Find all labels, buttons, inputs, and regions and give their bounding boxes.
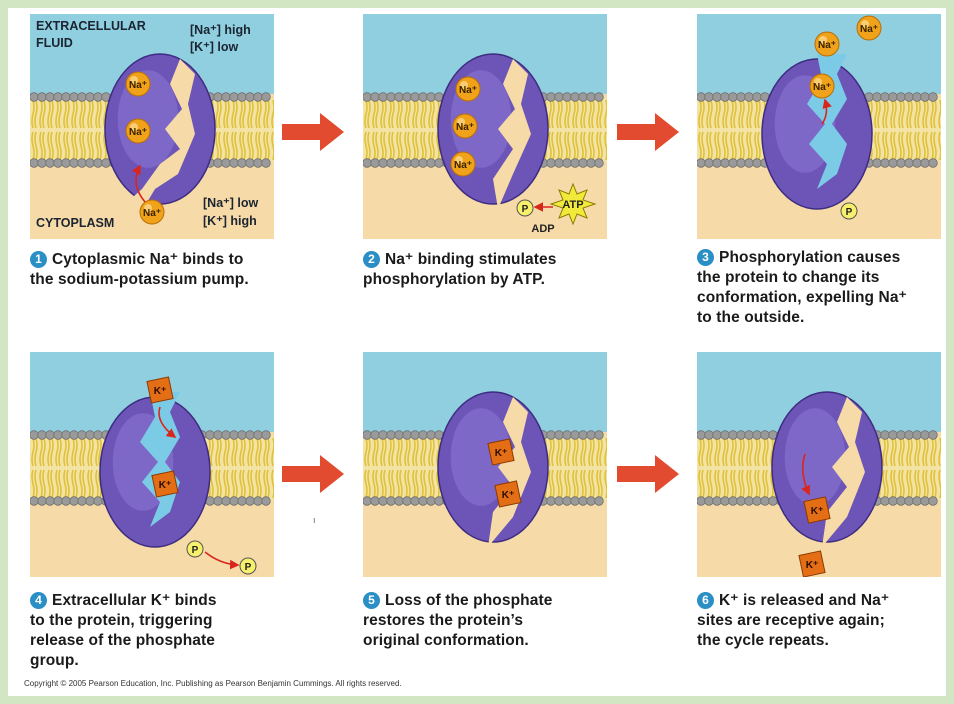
arrow-1-to-2 [282,113,344,151]
region-label-extracellular: EXTRACELLULAR FLUID [36,19,146,50]
svg-text:Na⁺: Na⁺ [456,122,474,133]
svg-text:P: P [522,204,529,215]
potassium-ion: K⁺ [487,438,515,466]
step-number-badge: 5 [363,592,380,609]
step-caption-3: 3 Phosphorylation causes the protein to ch… [697,248,947,328]
svg-text:K⁺: K⁺ [806,560,819,571]
step-caption-4: 4 Extracellular K⁺ binds to the protein, t… [30,591,310,671]
step-caption-line: the sodium-potassium pump. [30,271,249,288]
sodium-ion: Na⁺ [125,71,151,97]
panel-step-6: K⁺ K⁺ [697,352,941,577]
sodium-ion: Na⁺ [455,76,481,102]
conc-label-na-high: [Na⁺] high [190,23,251,37]
sodium-ion: Na⁺ [814,31,840,57]
step-caption-line: Loss of the phosphate [385,592,553,609]
arrow-5-to-6 [617,455,679,493]
potassium-ion: K⁺ [146,376,174,404]
panel-step-1: Na⁺ Na⁺ Na⁺ [30,14,274,239]
step-caption-line: Extracellular K⁺ binds [52,592,217,609]
sodium-ion: Na⁺ [856,15,882,41]
sodium-ion: Na⁺ [450,151,476,177]
step-caption-line: sites are receptive again; [697,612,885,629]
svg-text:K⁺: K⁺ [811,506,824,517]
svg-text:P: P [192,545,199,556]
region-label-cytoplasm: CYTOPLASM [36,216,115,230]
step-caption-line: Na⁺ binding stimulates [385,251,557,268]
step-caption-line: to the protein, triggering [30,612,213,629]
phosphate-group: P [239,557,257,575]
step-caption-line: phosphorylation by ATP. [363,271,545,288]
step-caption-line: release of the phosphate [30,632,216,649]
svg-text:Na⁺: Na⁺ [818,40,836,51]
panel-step-4: K⁺ K⁺ P P [30,352,274,577]
svg-text:Na⁺: Na⁺ [454,160,472,171]
svg-text:ATP: ATP [562,199,583,211]
copyright-notice: Copyright © 2005 Pearson Education, Inc.… [24,679,402,688]
svg-text:Na⁺: Na⁺ [860,24,878,35]
step-caption-line: conformation, expelling Na⁺ [697,289,907,306]
step-caption-line: restores the protein’s [363,612,524,629]
step-caption-line: the protein to change its [697,269,880,286]
step-caption-1: 1 Cytoplasmic Na⁺ binds to the sodium-pota… [30,250,310,290]
conc-label-k-low: [K⁺] low [190,40,239,54]
panel-step-3: Na⁺ Na⁺ Na⁺ P [697,14,941,239]
step-caption-5: 5 Loss of the phosphate restores the prote… [363,591,643,651]
arrow-4-to-5 [282,455,344,493]
svg-text:Na⁺: Na⁺ [129,127,147,138]
svg-text:K⁺: K⁺ [495,448,508,459]
step-caption-2: 2 Na⁺ binding stimulates phosphorylation b… [363,250,643,290]
svg-text:Na⁺: Na⁺ [143,208,161,219]
svg-text:ADP: ADP [531,223,554,235]
svg-text:K⁺: K⁺ [159,480,172,491]
step-number-badge: 2 [363,251,380,268]
step-number-badge: 6 [697,592,714,609]
step-caption-line: to the outside. [697,309,805,326]
phosphate-group: P [840,202,858,220]
stray-mark: ı [313,515,316,525]
step-caption-line: group. [30,652,79,669]
phosphate-group: P [516,199,534,217]
panel-step-5: K⁺ K⁺ [363,352,607,577]
svg-text:Na⁺: Na⁺ [129,80,147,91]
phosphate-group: P [186,540,204,558]
svg-text:K⁺: K⁺ [502,490,515,501]
potassium-ion: K⁺ [798,550,826,577]
arrow-2-to-3 [617,113,679,151]
svg-text:K⁺: K⁺ [154,386,167,397]
sodium-ion: Na⁺ [809,73,835,99]
potassium-ion: K⁺ [803,496,831,524]
step-number-badge: 4 [30,592,47,609]
svg-text:Na⁺: Na⁺ [813,82,831,93]
atp-burst [549,182,597,226]
sodium-ion: Na⁺ [125,118,151,144]
conc-label-k-high: [K⁺] high [203,214,257,228]
sodium-ion: Na⁺ [139,199,165,225]
svg-text:P: P [245,562,252,573]
conc-label-na-low: [Na⁺] low [203,196,259,210]
svg-text:Na⁺: Na⁺ [459,85,477,96]
step-caption-line: K⁺ is released and Na⁺ [719,592,890,609]
step-caption-line: original conformation. [363,632,529,649]
step-caption-line: Cytoplasmic Na⁺ binds to [52,251,244,268]
step-number-badge: 1 [30,251,47,268]
svg-text:P: P [846,207,853,218]
step-caption-line: the cycle repeats. [697,632,829,649]
step-number-badge: 3 [697,249,714,266]
potassium-ion: K⁺ [494,480,522,508]
sodium-ion: Na⁺ [452,113,478,139]
step-caption-6: 6 K⁺ is released and Na⁺ sites are recepti… [697,591,947,651]
step-caption-line: Phosphorylation causes [719,249,901,266]
potassium-ion: K⁺ [151,470,179,498]
